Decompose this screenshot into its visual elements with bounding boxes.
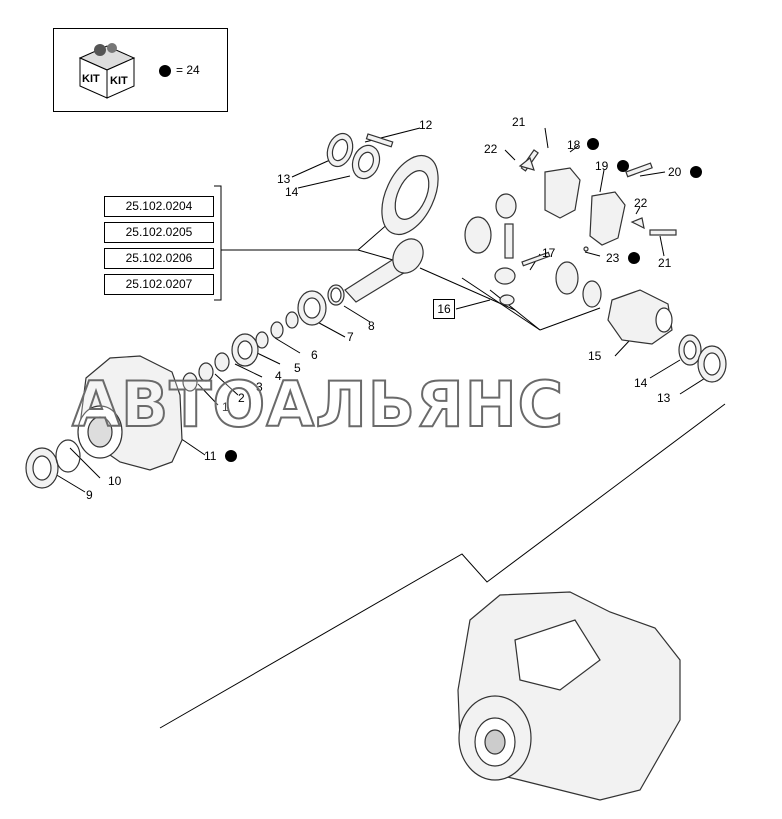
callout-box-16: 16 — [433, 299, 455, 319]
kit-dot-icon — [159, 65, 171, 77]
callout-18: 18 — [567, 138, 581, 152]
reference-box-1: 25.102.0204 — [104, 196, 214, 217]
callout-21-right: 21 — [658, 256, 672, 270]
callout-11: 11 — [204, 449, 217, 463]
kit-word-2: KIT — [110, 75, 128, 87]
callout-17: 17 — [542, 246, 556, 260]
callout-5a: 5 — [294, 361, 301, 375]
callout-19: 19 — [595, 159, 609, 173]
callout-1: 1 — [222, 400, 229, 414]
callout-20: 20 — [668, 165, 682, 179]
kit-word-1: KIT — [82, 73, 100, 85]
callout-13-right: 13 — [657, 391, 671, 405]
callout-21-top: 21 — [512, 115, 526, 129]
callout-6: 6 — [311, 348, 318, 362]
callout-3: 3 — [256, 380, 263, 394]
callout-14-right: 14 — [634, 376, 648, 390]
reference-box-2: 25.102.0205 — [104, 222, 214, 243]
reference-box-4: 25.102.0207 — [104, 274, 214, 295]
callout-12: 12 — [419, 118, 433, 132]
callout-2: 2 — [238, 391, 245, 405]
callout-15: 15 — [588, 349, 602, 363]
kit-dot-markers — [225, 138, 702, 462]
callout-23: 23 — [606, 251, 620, 265]
callout-9: 9 — [86, 488, 93, 502]
watermark-text: АВТОАЛЬЯНС — [71, 367, 565, 442]
callout-22-top: 22 — [484, 142, 498, 156]
callout-10: 10 — [108, 474, 122, 488]
callout-7: 7 — [347, 330, 354, 344]
callout-13-top: 13 — [277, 172, 291, 186]
callout-22-right: 22 — [634, 196, 648, 210]
kit-equals-label: = 24 — [176, 63, 200, 77]
callout-8: 8 — [368, 319, 375, 333]
kit-box-icon: KIT KIT — [78, 43, 136, 99]
callout-14-top: 14 — [285, 185, 299, 199]
reference-box-3: 25.102.0206 — [104, 248, 214, 269]
callout-4: 4 — [275, 369, 282, 383]
